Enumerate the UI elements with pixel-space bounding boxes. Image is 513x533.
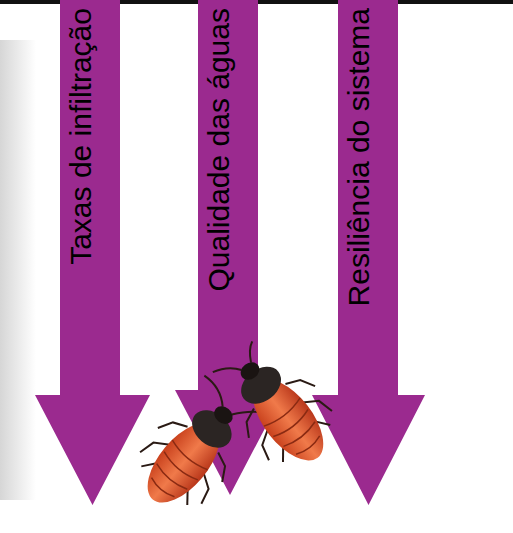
arrow-label: Qualidade das águas — [201, 8, 237, 330]
down-arrow: Taxas de infiltração — [35, 0, 150, 505]
arrow-label: Resiliência do sistema — [341, 8, 377, 385]
down-arrow: Qualidade das águas — [175, 0, 285, 495]
arrow-label: Taxas de infiltração — [63, 8, 99, 392]
down-arrow: Resiliência do sistema — [312, 0, 425, 505]
side-shadow — [0, 40, 36, 500]
